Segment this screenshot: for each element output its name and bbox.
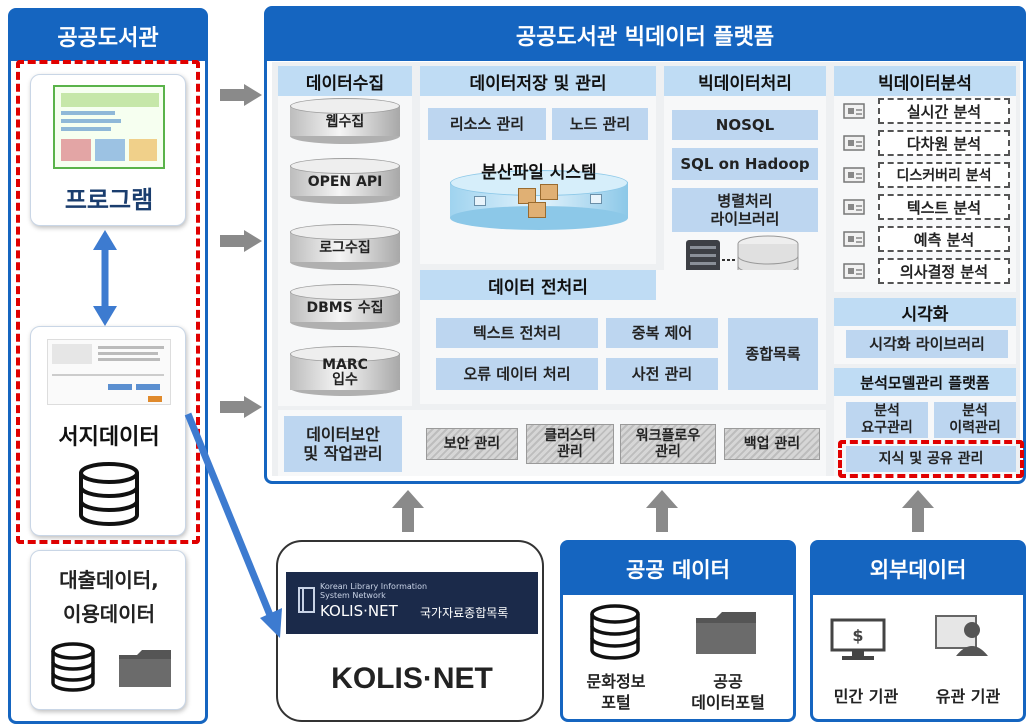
- preprocess-catalog: 종합목록: [728, 318, 818, 390]
- analysis-title: 빅데이터분석: [834, 66, 1016, 96]
- preprocess-error: 오류 데이터 처리: [436, 358, 598, 390]
- analysis-item: 디스커버리 분석: [878, 162, 1010, 188]
- kolis-banner-desc: 국가자료종합목록: [420, 606, 509, 620]
- bib-label: 서지데이터: [58, 425, 160, 450]
- bib-screenshot-image: [47, 339, 171, 405]
- kolis-banner-brand: KOLIS·NET: [320, 602, 398, 620]
- visual-title: 시각화: [834, 298, 1016, 326]
- processing-sql-hadoop: SQL on Hadoop: [672, 148, 818, 180]
- double-arrow: [93, 230, 117, 326]
- kolis-banner-small-1: Korean Library Information: [320, 582, 428, 591]
- processing-title: 빅데이터처리: [664, 66, 826, 96]
- model-title: 분석모델관리 플랫폼: [834, 368, 1016, 396]
- svg-text:$: $: [852, 626, 863, 645]
- storage-dfs: 분산파일 시스템: [481, 162, 597, 183]
- collect-dbms: DBMS 수집: [290, 284, 400, 330]
- storage-node: 노드 관리: [552, 108, 648, 140]
- visual-library: 시각화 라이브러리: [846, 330, 1008, 358]
- collect-marc: MARC 입수: [290, 346, 400, 396]
- document-icon: [842, 262, 868, 282]
- model-req: 분석 요구관리: [846, 402, 928, 438]
- chart-icon: [842, 102, 868, 122]
- security-item-1: 보안 관리: [426, 428, 518, 460]
- public-right-label: 공공 데이터포털: [691, 672, 765, 712]
- preprocess-dict: 사전 관리: [606, 358, 718, 390]
- bib-to-kolis-arrow: [184, 412, 282, 638]
- database-icon: [51, 642, 95, 692]
- folder-icon: [119, 650, 171, 687]
- preprocess-dedup: 중복 제어: [606, 318, 718, 348]
- loan-label-2: 이용데이터: [63, 601, 155, 626]
- arrow-right-2: [220, 230, 262, 252]
- kolis-name: KOLIS·NET: [331, 662, 493, 695]
- analysis-item: 의사결정 분석: [878, 258, 1010, 284]
- security-item-4: 백업 관리: [724, 428, 820, 460]
- analysis-item: 다차원 분석: [878, 130, 1010, 156]
- processing-nosql: NOSQL: [672, 110, 818, 140]
- external-panel: 외부데이터: [810, 540, 1026, 722]
- analysis-item: 실시간 분석: [878, 98, 1010, 124]
- monitor-search-icon: [842, 230, 868, 250]
- library-highlight-box: [16, 60, 200, 544]
- laptop-icon: [842, 134, 868, 154]
- loan-card: 대출데이터, 이용데이터: [30, 550, 186, 710]
- platform-title: 공공도서관 빅데이터 플랫폼: [267, 9, 1023, 61]
- collect-open-api: OPEN API: [290, 158, 400, 204]
- arrow-up-1: [392, 490, 424, 532]
- wave-icon: [842, 198, 868, 218]
- external-title: 외부데이터: [813, 543, 1023, 595]
- preprocess-title: 데이터 전처리: [420, 270, 656, 300]
- collect-log: 로그수집: [290, 224, 400, 270]
- collect-title: 데이터수집: [278, 66, 412, 96]
- analysis-item: 예측 분석: [878, 226, 1010, 252]
- dfs-disk: [450, 168, 628, 230]
- kolis-banner: Korean Library Information System Networ…: [286, 572, 538, 634]
- preprocess-text: 텍스트 전처리: [436, 318, 598, 348]
- monitor-dollar-icon: $: [830, 618, 886, 660]
- arrow-up-3: [902, 490, 934, 532]
- model-knowledge: 지식 및 공유 관리: [846, 446, 1016, 472]
- public-title: 공공 데이터: [563, 543, 793, 595]
- program-card: 프로그램: [30, 74, 186, 226]
- arrow-right-1: [220, 84, 262, 106]
- loan-label-1: 대출데이터,: [59, 567, 159, 592]
- collect-web: 웹수집: [290, 98, 400, 144]
- storage-section: [420, 66, 656, 264]
- kolis-logo-icon: [298, 587, 315, 613]
- arrow-right-3: [220, 396, 262, 418]
- external-right-label: 유관 기관: [935, 687, 1001, 706]
- public-left-label: 문화정보 포털: [586, 672, 646, 712]
- knowledge-highlight-box: [838, 440, 1024, 478]
- model-history: 분석 이력관리: [934, 402, 1016, 438]
- storage-resource: 리소스 관리: [428, 108, 546, 140]
- security-item-2: 클러스터 관리: [526, 424, 614, 464]
- processing-parallel: 병렬처리 라이브러리: [672, 188, 818, 232]
- folder-icon: [696, 612, 756, 654]
- security-item-3: 워크플로우 관리: [620, 424, 716, 464]
- security-title: 데이터보안 및 작업관리: [284, 416, 402, 472]
- bib-card: 서지데이터: [30, 326, 186, 536]
- arrow-up-2: [646, 490, 678, 532]
- external-left-label: 민간 기관: [833, 687, 899, 706]
- program-label: 프로그램: [64, 185, 154, 214]
- library-title: 공공도서관: [11, 11, 205, 61]
- person-board-icon: [935, 615, 988, 656]
- storage-title: 데이터저장 및 관리: [420, 66, 656, 96]
- program-poster-image: [53, 85, 165, 169]
- database-icon: [79, 462, 139, 526]
- analysis-item: 텍스트 분석: [878, 194, 1010, 220]
- kolis-banner-small-2: System Network: [320, 591, 386, 600]
- brain-icon: [842, 166, 868, 186]
- database-icon: [590, 604, 640, 660]
